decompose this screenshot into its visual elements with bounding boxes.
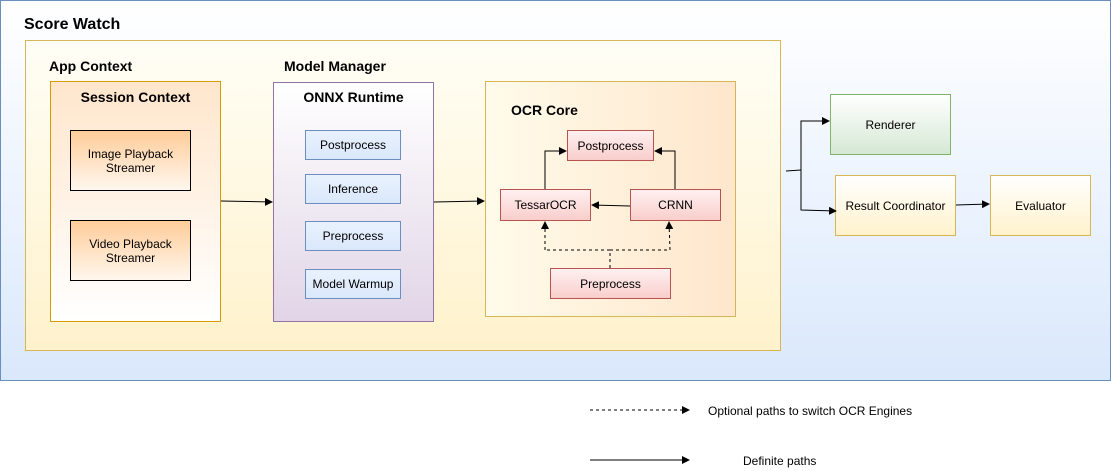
edge-coordinator-to-evaluator bbox=[955, 200, 990, 209]
edge-preprocess-optional-split bbox=[545, 249, 670, 268]
image-playback-streamer-node[interactable]: Image Playback Streamer bbox=[70, 130, 191, 191]
edge-app-context-out bbox=[785, 169, 802, 172]
image-streamer-label-line2: Streamer bbox=[105, 160, 156, 175]
edge-to-result-coordinator bbox=[800, 170, 837, 215]
image-streamer-label-line1: Image Playback bbox=[87, 146, 174, 161]
ocr-postprocess-node[interactable]: Postprocess bbox=[567, 130, 654, 161]
tesseract-ocr-node[interactable]: TessarOCR bbox=[500, 189, 591, 221]
crnn-node[interactable]: CRNN bbox=[630, 189, 721, 221]
video-streamer-label-line2: Streamer bbox=[105, 250, 156, 265]
edge-preprocess-to-crnn bbox=[665, 221, 674, 251]
edge-onnx-to-ocr-core bbox=[433, 197, 485, 206]
video-playback-streamer-node[interactable]: Video Playback Streamer bbox=[70, 220, 191, 281]
onnx-model-warmup-node[interactable]: Model Warmup bbox=[305, 269, 401, 299]
score-watch-title: Score Watch bbox=[24, 16, 121, 33]
model-manager-title: Model Manager bbox=[284, 58, 386, 74]
onnx-postprocess-node[interactable]: Postprocess bbox=[305, 130, 401, 160]
session-context-container bbox=[50, 81, 221, 322]
edge-crnn-to-postprocess bbox=[654, 147, 676, 189]
edge-crnn-to-tesseract bbox=[591, 201, 631, 210]
onnx-preprocess-node[interactable]: Preprocess bbox=[305, 221, 401, 251]
edge-tesseract-to-postprocess bbox=[544, 147, 567, 189]
legend-optional-label: Optional paths to switch OCR Engines bbox=[708, 404, 913, 418]
edge-session-to-onnx bbox=[220, 197, 273, 206]
evaluator-node[interactable]: Evaluator bbox=[990, 175, 1091, 236]
result-coordinator-node[interactable]: Result Coordinator bbox=[835, 175, 956, 236]
edge-to-renderer bbox=[800, 117, 830, 210]
ocr-preprocess-node[interactable]: Preprocess bbox=[550, 268, 671, 299]
session-context-title: Session Context bbox=[80, 89, 191, 105]
legend-definite-label: Definite paths bbox=[743, 454, 817, 468]
video-streamer-label-line1: Video Playback bbox=[89, 236, 172, 251]
renderer-node[interactable]: Renderer bbox=[830, 94, 951, 155]
onnx-runtime-title: ONNX Runtime bbox=[303, 89, 404, 105]
onnx-inference-node[interactable]: Inference bbox=[305, 174, 401, 204]
ocr-core-title: OCR Core bbox=[511, 102, 578, 118]
app-context-title: App Context bbox=[49, 58, 133, 74]
